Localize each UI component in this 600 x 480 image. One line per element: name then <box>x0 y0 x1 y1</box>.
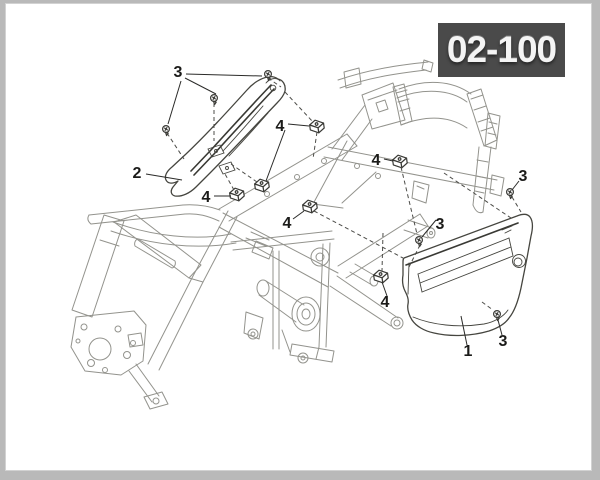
callout-leader-lines <box>145 73 520 346</box>
callout-label: 3 <box>499 333 508 350</box>
callout-leader-line <box>145 173 183 181</box>
side-panel-left-shape <box>164 75 286 197</box>
callout-leader-line <box>167 80 182 125</box>
screw-marker <box>505 187 515 200</box>
callout-leader-line <box>184 77 217 95</box>
assembly-dashed-line <box>312 131 318 160</box>
assembly-dashed-line <box>313 210 404 259</box>
callout-label: 3 <box>436 216 445 233</box>
callout-leader-line <box>511 180 520 191</box>
assembly-dashed-line <box>267 77 282 88</box>
assembly-dashed-line <box>400 166 418 235</box>
clip-marker <box>302 199 318 214</box>
clip-marker <box>254 178 270 193</box>
callout-label: 3 <box>174 64 183 81</box>
assembly-dashed-line <box>481 301 494 311</box>
page-code-badge: 02-100 <box>438 23 565 77</box>
callout-leader-line <box>265 129 286 182</box>
screw-marker <box>492 309 502 322</box>
assembly-dashed-line <box>224 173 235 191</box>
callout-labels: 3 2 4 4 4 4 4 3 3 3 1 <box>133 64 528 360</box>
side-panel-right-shape <box>401 213 534 337</box>
callout-label: 4 <box>381 294 390 311</box>
callout-leader-line <box>383 158 394 162</box>
assembly-dashed-line <box>381 232 384 272</box>
assembly-dashed-line <box>166 132 185 160</box>
clip-markers <box>229 119 408 284</box>
callout-label: 1 <box>464 343 473 360</box>
screw-marker <box>414 235 424 248</box>
callout-label: 4 <box>276 118 285 135</box>
screw-marker <box>161 124 171 137</box>
page-code-label: 02-100 <box>446 29 557 70</box>
assembly-dashed-line <box>284 91 314 123</box>
clip-marker <box>309 119 325 134</box>
callout-label: 2 <box>133 165 142 182</box>
callout-leader-line <box>460 315 468 346</box>
callout-label: 4 <box>372 152 381 169</box>
paper-background <box>5 3 592 471</box>
callout-label: 3 <box>519 168 528 185</box>
clip-marker <box>229 187 245 202</box>
callout-leader-line <box>185 73 263 77</box>
callout-label: 4 <box>202 189 211 206</box>
screw-marker <box>209 93 219 106</box>
callout-leader-line <box>381 281 388 297</box>
clip-marker <box>392 154 408 169</box>
chassis-frame-drawing <box>70 59 505 410</box>
assembly-dashed-line <box>511 196 522 213</box>
clip-marker <box>373 269 389 284</box>
assembly-dashed-lines <box>166 77 522 311</box>
callout-label: 4 <box>283 215 292 232</box>
screw-markers <box>161 69 515 322</box>
callout-leader-line <box>421 219 437 238</box>
callout-leader-line <box>292 210 305 220</box>
callout-leader-line <box>497 319 503 336</box>
assembly-dashed-line <box>230 163 258 183</box>
callout-leader-line <box>287 123 310 127</box>
